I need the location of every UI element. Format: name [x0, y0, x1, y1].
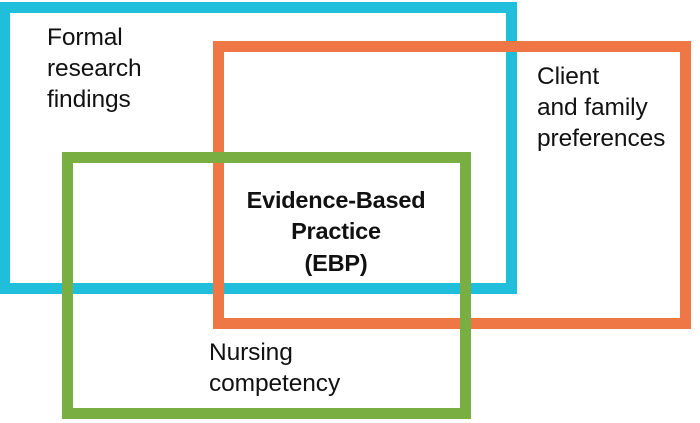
label-formal-research-findings: Formal research findings: [47, 24, 142, 113]
venn-rect-client-and-family-preferences: [213, 41, 691, 329]
venn-rect-formal-research-findings: [0, 2, 517, 294]
label-evidence-based-practice: Evidence-Based Practice (EBP): [246, 187, 426, 276]
label-nursing-competency: Nursing competency: [209, 339, 341, 397]
venn-rect-nursing-competency: [62, 152, 471, 419]
label-client-and-family-preferences: Client and family preferences: [537, 63, 666, 152]
